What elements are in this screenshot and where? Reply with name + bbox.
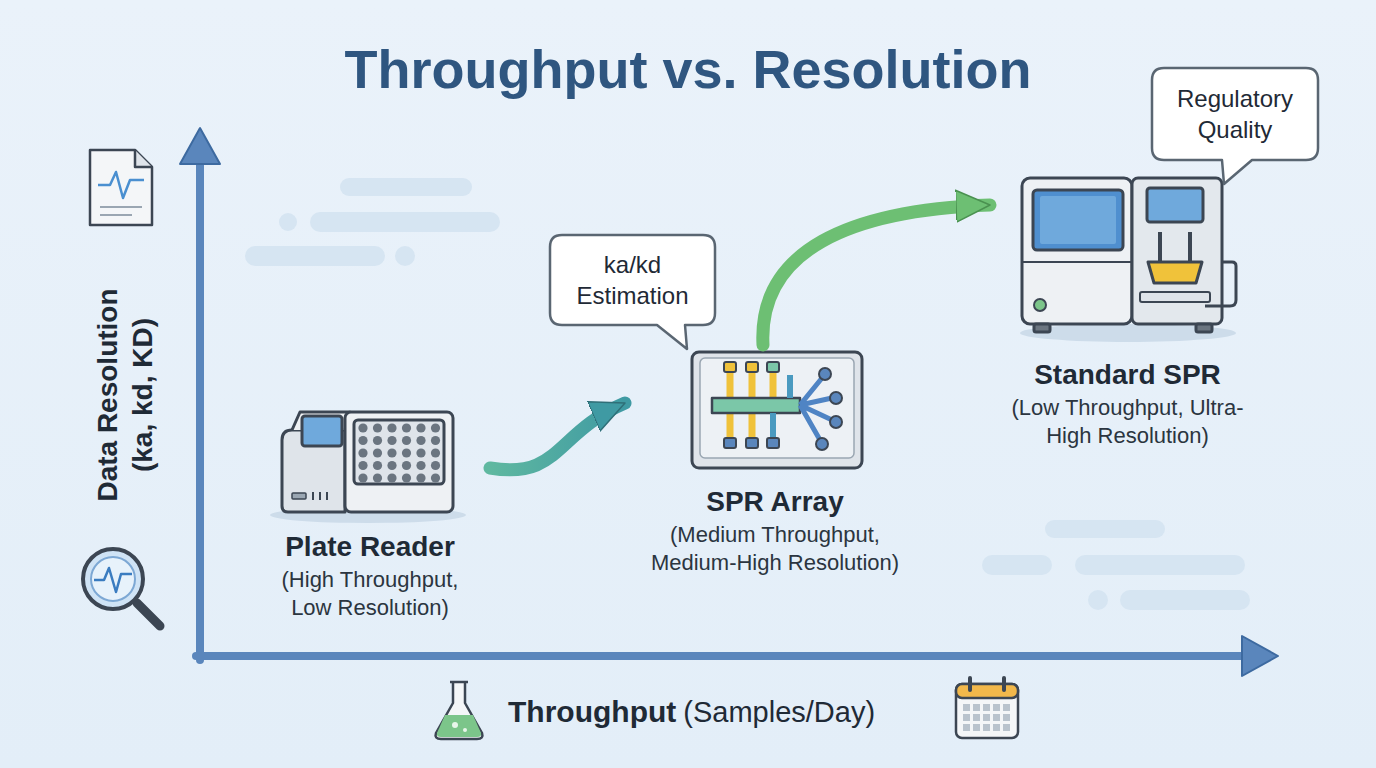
node-heading: Standard SPR [990, 358, 1265, 392]
node-caption: (Low Throughput, Ultra-High Resolution) [995, 394, 1260, 451]
node-heading: Plate Reader [250, 530, 490, 564]
y-axis-label: Data Resolution(ka, kd, KD) [90, 288, 160, 501]
instrument-node: SPR Array(Medium Throughput, Medium-High… [625, 345, 925, 578]
spr-instrument-illustration [1020, 178, 1236, 342]
axis-label: (ka, kd, KD) [125, 288, 160, 501]
callout-outline [550, 235, 715, 349]
calendar-icon [956, 678, 1018, 738]
callout-bubble: Regulatory Quality [1152, 68, 1318, 160]
spr-chip-illustration [692, 352, 862, 468]
callout-outline [1152, 68, 1318, 184]
instrument-node: Standard SPR(Low Throughput, Ultra-High … [990, 170, 1265, 451]
flask-icon [436, 682, 483, 739]
axis-label: Data Resolution [90, 288, 125, 501]
callout-shape [550, 235, 715, 325]
axis-label: Throughput [508, 695, 676, 728]
callout-bubble: ka/kd Estimation [550, 235, 715, 325]
document-icon [90, 150, 152, 225]
node-caption: (High Throughput, Low Resolution) [268, 566, 473, 623]
callout-text: Regulatory Quality [1152, 83, 1318, 145]
flow-arrow [763, 205, 990, 345]
axes [180, 128, 1278, 676]
axis-label: (Samples/Day) [683, 696, 875, 728]
node-heading: SPR Array [625, 485, 925, 519]
x-axis-label: Throughput(Samples/Day) [508, 693, 875, 731]
magnifier-icon [83, 549, 160, 626]
flow-arrow [490, 403, 625, 470]
node-caption: (Medium Throughput, Medium-High Resoluti… [625, 521, 925, 578]
cloud-deco [245, 178, 1250, 610]
callout-text: ka/kd Estimation [550, 249, 715, 311]
callout-shape [1152, 68, 1318, 160]
instrument-node: Plate Reader(High Throughput, Low Resolu… [250, 400, 490, 623]
plate-reader-illustration [270, 412, 466, 523]
